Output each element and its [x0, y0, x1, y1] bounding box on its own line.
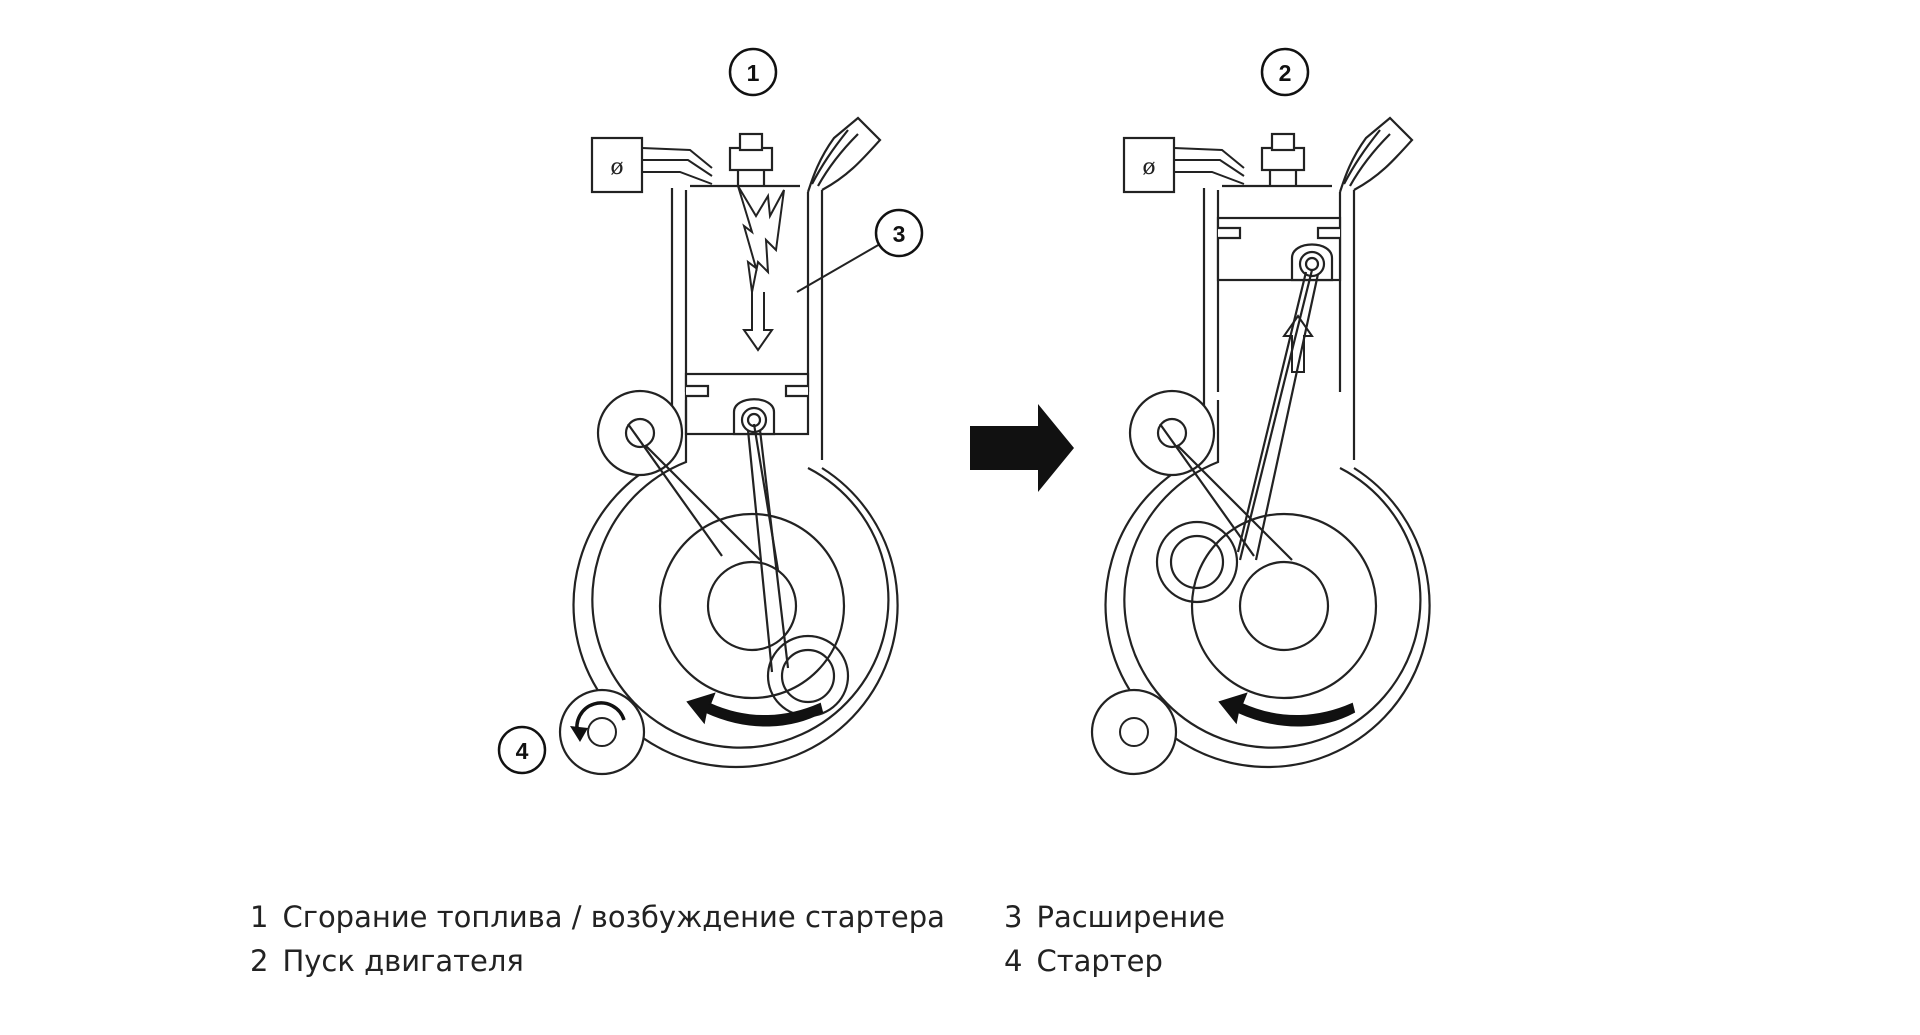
sensor-symbol: ø — [1142, 155, 1155, 180]
panel-combustion: 1 ø 3 — [497, 47, 924, 776]
transition-arrow-icon — [970, 404, 1074, 492]
legend-item-1: 1 Сгорание топлива / возбуждение стартера — [250, 900, 945, 934]
callout-4-label: 4 — [516, 738, 529, 764]
legend-text: Сгорание топлива / возбуждение стартера — [282, 900, 945, 934]
callout-4: 4 — [497, 725, 547, 775]
starter-icon — [558, 688, 646, 776]
legend-text: Пуск двигателя — [282, 944, 524, 978]
piston — [684, 372, 810, 436]
combustion-flash-icon — [737, 185, 785, 293]
sensor-box-icon: ø — [590, 136, 713, 194]
legend-item-4: 4 Стартер — [1004, 944, 1163, 978]
sensor-symbol: ø — [610, 155, 623, 180]
legend-num: 4 — [1004, 944, 1023, 978]
crankcase — [1104, 392, 1431, 769]
legend-num: 1 — [250, 900, 269, 934]
rotation-arrow-icon — [686, 692, 824, 727]
panel-engine-start: 2 ø — [1090, 47, 1431, 776]
cylinder — [1202, 116, 1414, 460]
legend-text: Расширение — [1036, 900, 1225, 934]
legend-text: Стартер — [1036, 944, 1163, 978]
crankcase — [572, 392, 899, 769]
callout-1: 1 — [728, 47, 778, 97]
starter-icon — [1090, 688, 1178, 776]
piston — [1216, 216, 1342, 282]
belt-pulley — [1128, 389, 1293, 561]
callout-2: 2 — [1260, 47, 1310, 97]
down-arrow-icon — [742, 292, 774, 352]
callout-3: 3 — [796, 208, 924, 293]
connecting-rod — [1155, 269, 1320, 604]
callout-2-label: 2 — [1279, 60, 1292, 86]
callout-3-label: 3 — [893, 221, 906, 247]
connecting-rod — [746, 423, 850, 718]
legend-item-3: 3 Расширение — [1004, 900, 1225, 934]
legend-num: 3 — [1004, 900, 1023, 934]
belt-pulley — [596, 389, 761, 561]
legend-item-2: 2 Пуск двигателя — [250, 944, 524, 978]
callout-1-label: 1 — [747, 60, 760, 86]
legend-num: 2 — [250, 944, 269, 978]
cylinder — [670, 116, 882, 460]
sensor-box-icon: ø — [1122, 136, 1245, 194]
rotation-arrow-icon — [1218, 692, 1356, 727]
